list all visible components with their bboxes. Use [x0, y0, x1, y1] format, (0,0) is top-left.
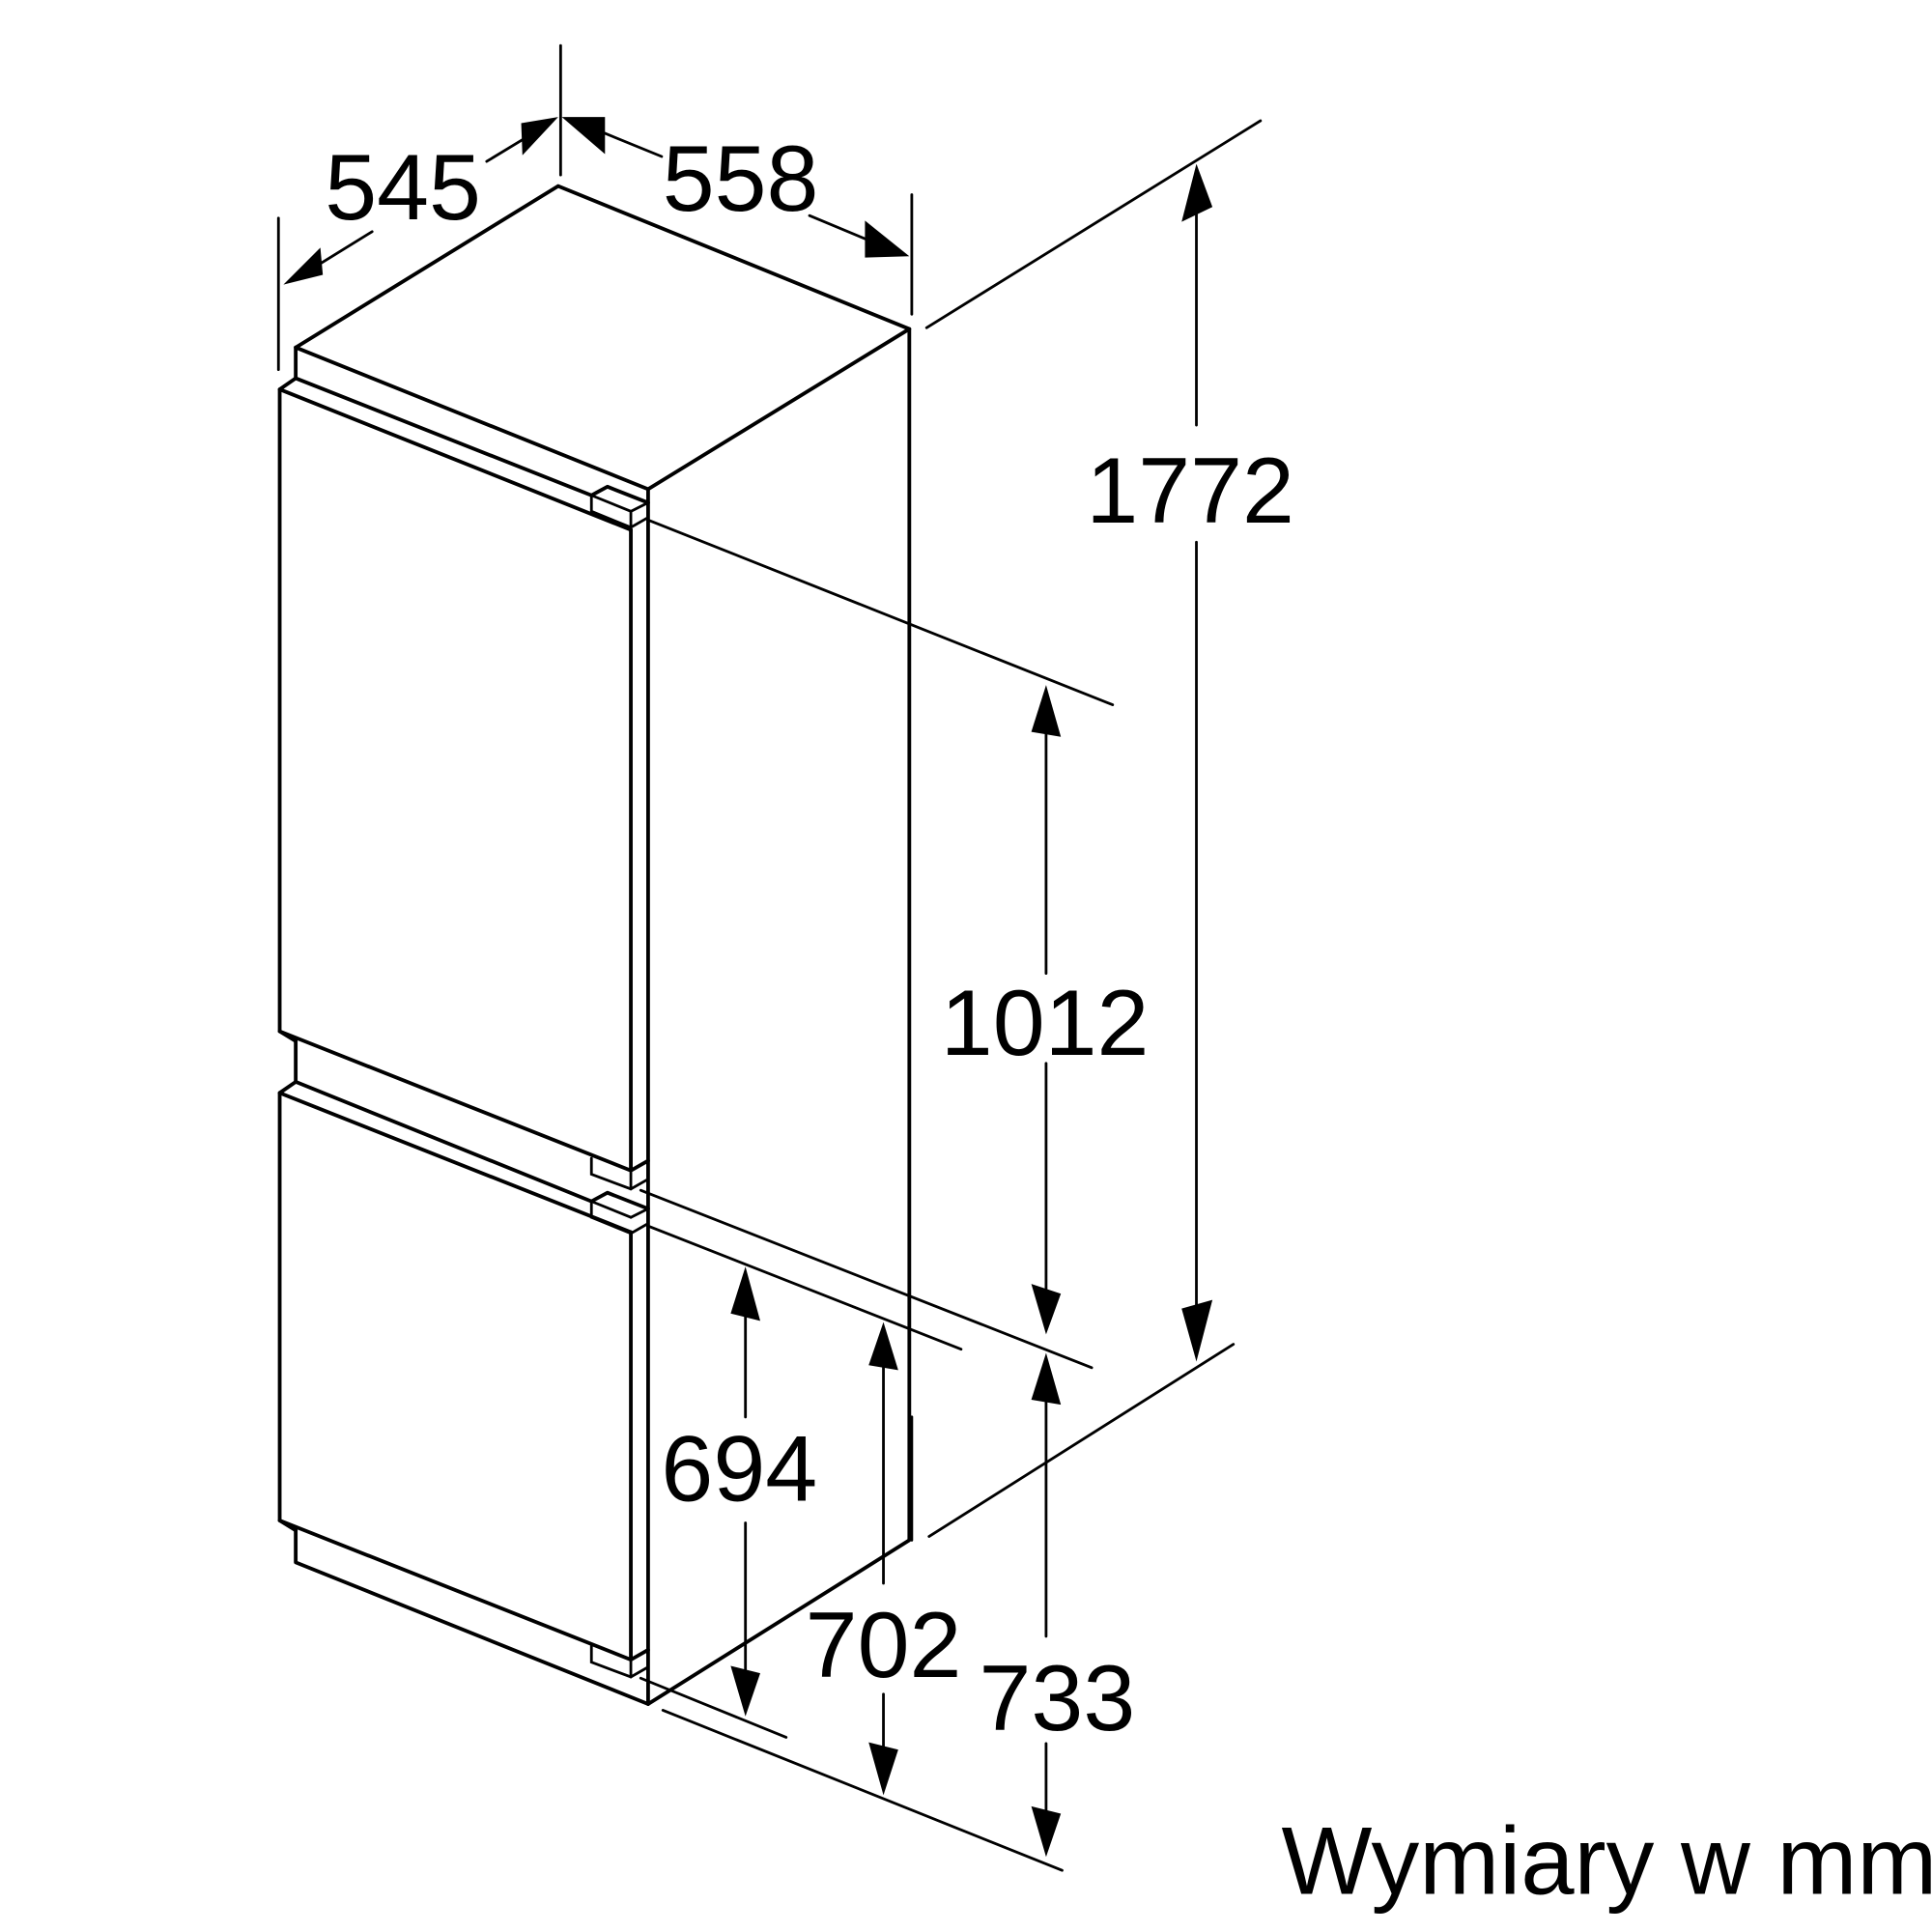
- appliance-outline: [277, 184, 912, 1706]
- arrow-left-icon: [283, 247, 324, 285]
- arrow-up-icon: [730, 1266, 760, 1321]
- units-caption: Wymiary w mm: [1282, 1807, 1932, 1915]
- dimension-733: 733: [980, 1352, 1136, 1858]
- dimension-558: 558: [561, 117, 910, 258]
- dimension-694: 694: [661, 1266, 817, 1717]
- dimension-label-702: 702: [806, 1592, 962, 1697]
- arrow-left-icon: [561, 117, 606, 155]
- arrow-down-icon: [1031, 1284, 1062, 1335]
- dimension-702: 702: [806, 1321, 962, 1796]
- arrow-down-icon: [868, 1742, 898, 1796]
- dimension-label-733: 733: [980, 1645, 1136, 1750]
- arrow-up-icon: [1031, 685, 1062, 737]
- dimension-label-545: 545: [325, 134, 481, 240]
- extension-lines: [276, 43, 1263, 1872]
- dimension-1772: 1772: [1086, 163, 1294, 1362]
- arrow-up-icon: [868, 1321, 898, 1371]
- dimension-label-1772: 1772: [1086, 438, 1294, 543]
- arrow-down-icon: [1031, 1805, 1062, 1858]
- dimension-label-558: 558: [663, 126, 819, 231]
- arrow-up-icon: [1181, 163, 1213, 222]
- arrow-up-icon: [1031, 1352, 1062, 1406]
- arrow-down-icon: [1181, 1299, 1213, 1362]
- arrow-right-icon: [521, 117, 558, 156]
- dimension-545: 545: [283, 117, 558, 285]
- dimension-1012: 1012: [941, 685, 1150, 1335]
- arrow-right-icon: [865, 220, 910, 258]
- dimension-label-694: 694: [661, 1416, 817, 1521]
- arrow-down-icon: [730, 1665, 760, 1717]
- dimension-label-1012: 1012: [941, 970, 1150, 1075]
